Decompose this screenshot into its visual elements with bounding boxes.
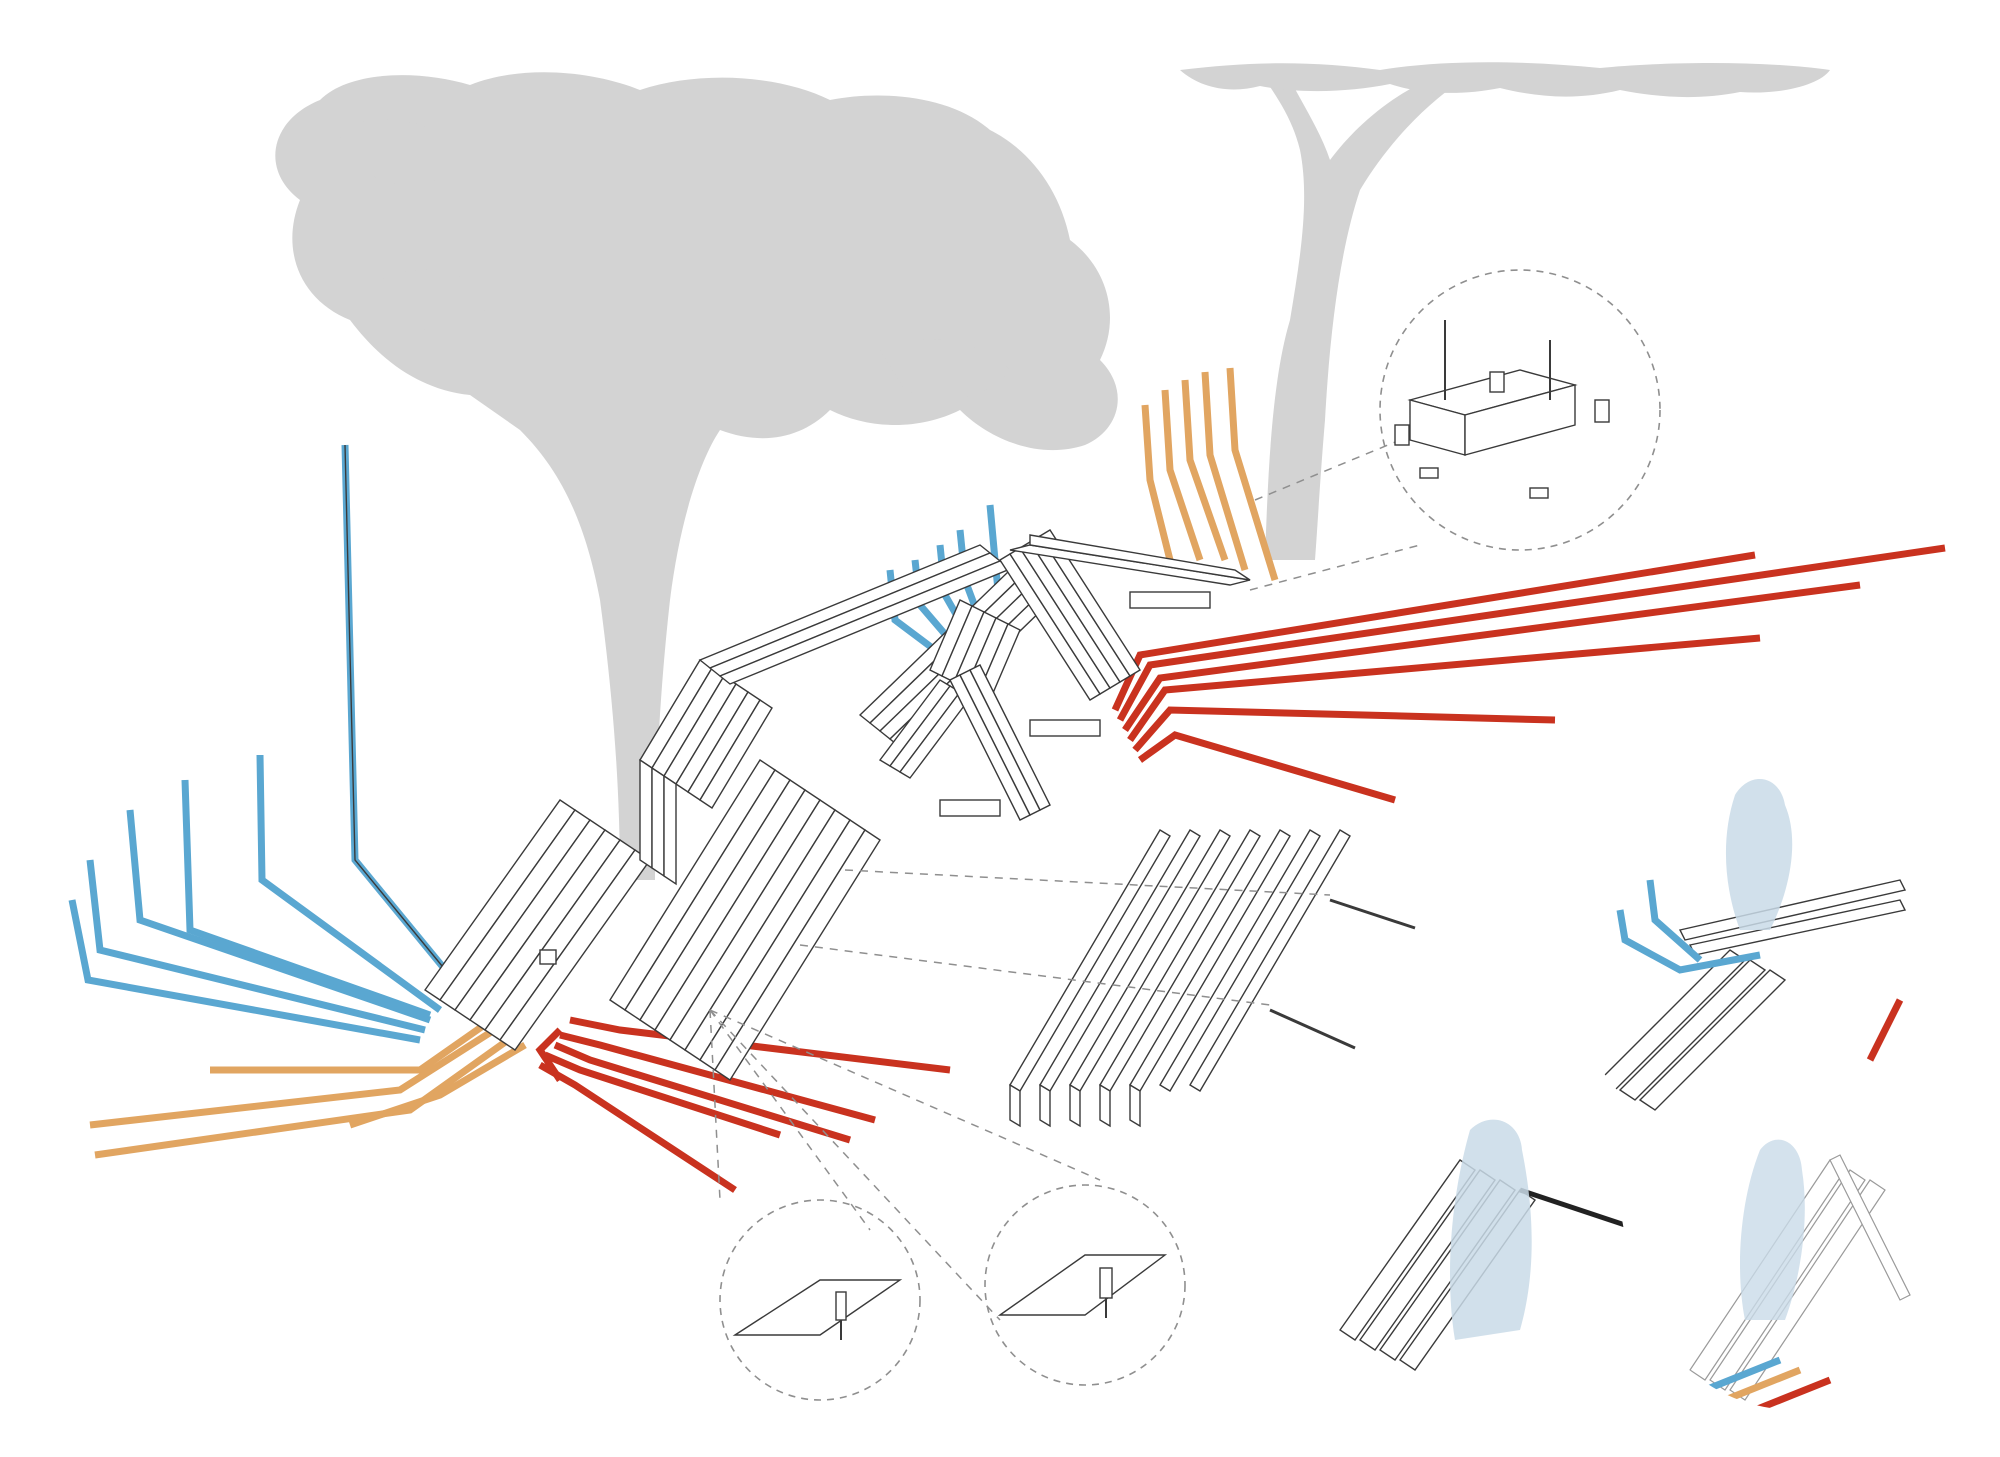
slat-cluster-left-lower (424, 799, 651, 1051)
bench-structure (424, 529, 1251, 1081)
usage-vignette-seated (1339, 1119, 1625, 1371)
slat-cluster-middle-aframe (878, 664, 1051, 821)
slat-cluster-center (609, 759, 881, 1081)
foot-brackets (539, 591, 1211, 965)
slat-cluster-top-bar (1009, 534, 1251, 586)
blue-path-lines-left (68, 444, 473, 1044)
pivot-pin-detail-left (719, 1199, 921, 1401)
orange-path-lines-top (1141, 367, 1279, 582)
bracket-foot-detail (1379, 269, 1661, 551)
slat-cluster-right-aframe (929, 529, 1141, 701)
usage-vignette-transparent (1678, 1139, 1911, 1410)
red-path-lines-bottom (535, 1016, 951, 1193)
leader-lines (709, 439, 1421, 1321)
red-path-lines-right (1111, 544, 1946, 804)
exploded-slat-module (1009, 829, 1416, 1128)
pivot-pin-detail-right (984, 1184, 1186, 1386)
tree-silhouette (275, 62, 1830, 881)
orange-path-lines-left (89, 997, 527, 1159)
usage-vignette-reclining (1598, 778, 1907, 1111)
